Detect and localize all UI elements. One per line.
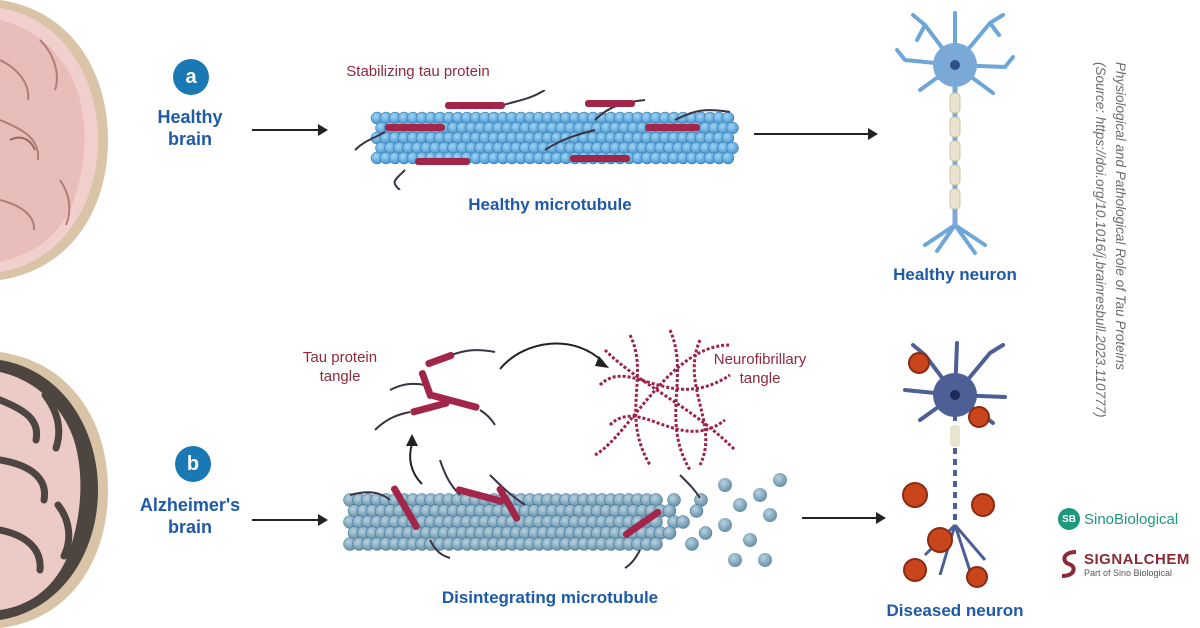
sino-biological-logo: SB SinoBiological — [1058, 508, 1178, 530]
disintegrating-microtubule-label: Disintegrating microtubule — [420, 587, 680, 609]
signalchem-logo: SIGNALCHEM Part of Sino Biological — [1058, 548, 1190, 580]
arrow-microtubule-to-neuron-a — [752, 124, 882, 144]
stabilizing-tau-label: Stabilizing tau protein — [318, 62, 518, 81]
signalchem-s-icon — [1058, 548, 1080, 580]
badge-a: a — [173, 59, 209, 95]
healthy-microtubule-illustration — [345, 90, 745, 190]
diseased-neuron-label: Diseased neuron — [875, 600, 1035, 622]
tau-protein-tangle-illustration — [370, 340, 500, 440]
arrow-brain-to-microtubule-b — [250, 510, 330, 530]
badge-b: b — [175, 446, 211, 482]
healthy-brain-illustration — [0, 0, 108, 280]
sb-badge-icon: SB — [1058, 508, 1080, 530]
diseased-neuron-illustration — [895, 335, 1015, 595]
signalchem-tagline: Part of Sino Biological — [1084, 568, 1190, 578]
source-title: Physiological and Pathological Role of T… — [1110, 62, 1130, 482]
source-citation: Physiological and Pathological Role of T… — [1086, 62, 1146, 482]
arrow-brain-to-microtubule-a — [250, 120, 330, 140]
disintegrating-microtubule-illustration — [340, 460, 790, 580]
brain-illustrations — [0, 0, 120, 628]
healthy-brain-label: Healthy brain — [140, 106, 240, 150]
healthy-microtubule-label: Healthy microtubule — [430, 194, 670, 216]
source-doi: (Source: https://doi.org/10.1016/j.brain… — [1090, 62, 1110, 482]
alzheimers-brain-illustration — [0, 352, 108, 628]
signalchem-text: SIGNALCHEM — [1084, 551, 1190, 568]
tau-protein-tangle-label: Tau protein tangle — [300, 348, 380, 386]
neurofibrillary-tangle-illustration — [590, 325, 740, 475]
sino-biological-text: SinoBiological — [1084, 511, 1178, 528]
neurofibrillary-tangle-label: Neurofibrillary tangle — [700, 350, 820, 388]
arrow-microtubule-to-neuron-b — [800, 508, 890, 528]
healthy-neuron-label: Healthy neuron — [880, 264, 1030, 286]
healthy-neuron-illustration — [895, 5, 1015, 255]
alzheimers-brain-label: Alzheimer's brain — [125, 494, 255, 538]
